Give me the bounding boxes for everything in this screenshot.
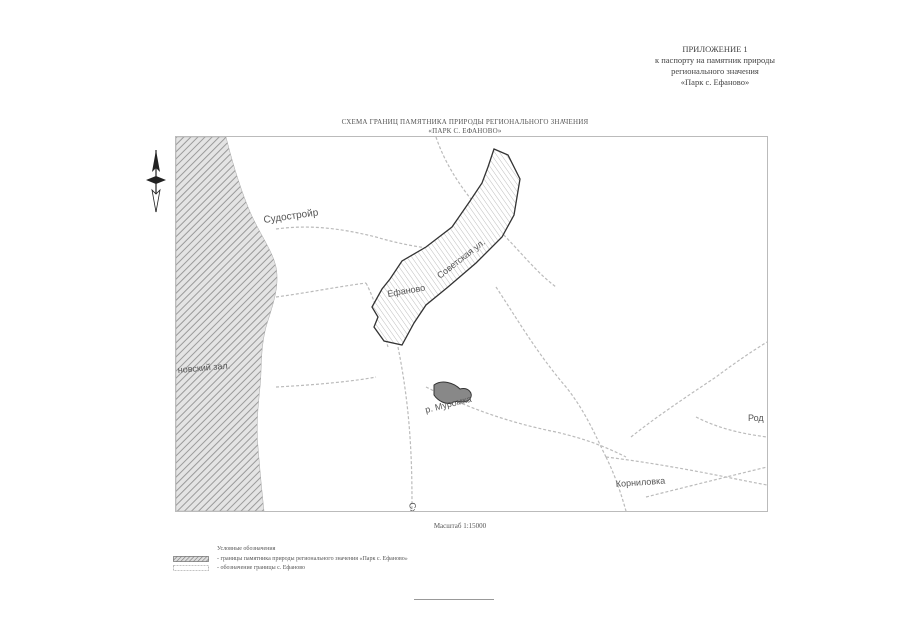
- scheme-title: СХЕМА ГРАНИЦ ПАМЯТНИКА ПРИРОДЫ РЕГИОНАЛЬ…: [300, 118, 630, 136]
- appendix-header: ПРИЛОЖЕНИЕ 1 к паспорту на памятник прир…: [630, 44, 800, 88]
- legend-item-label: - границы памятника природы региональног…: [217, 556, 408, 562]
- appendix-line: регионального значения: [671, 66, 759, 76]
- scheme-title-line2: «ПАРК С. ЕФАНОВО»: [428, 127, 502, 135]
- map-scale: Масштаб 1:15000: [433, 522, 487, 530]
- label-road-bottom: Сж: [407, 502, 419, 511]
- label-sudostroy: Судостройр: [263, 207, 320, 226]
- appendix-line: к паспорту на памятник природы: [654, 55, 776, 65]
- legend-item-label: - обозначение границы с. Ефаново: [217, 565, 305, 571]
- water-body: [176, 137, 278, 511]
- dashed-swatch-icon: [173, 565, 209, 571]
- north-arrow-icon: [146, 150, 166, 213]
- map-canvas: Судостройр Ефаново Советская ул. новский…: [176, 137, 767, 511]
- hatched-swatch-icon: [173, 556, 209, 562]
- label-kornilovka: Корниловка: [615, 476, 665, 489]
- roads: [275, 137, 767, 511]
- divider-line: [414, 599, 494, 600]
- map-frame[interactable]: Судостройр Ефаново Советская ул. новский…: [175, 136, 768, 512]
- appendix-title: ПРИЛОЖЕНИЕ 1: [682, 44, 748, 54]
- label-rod: Род: [748, 413, 764, 423]
- pond: [433, 381, 472, 404]
- scheme-title-line1: СХЕМА ГРАНИЦ ПАМЯТНИКА ПРИРОДЫ РЕГИОНАЛЬ…: [341, 118, 589, 126]
- label-zaliv: новский зал.: [177, 360, 230, 375]
- appendix-park-name: «Парк с. Ефаново»: [680, 77, 750, 87]
- park-boundary: [371, 148, 521, 346]
- legend-title: Условные обозначения: [217, 546, 276, 552]
